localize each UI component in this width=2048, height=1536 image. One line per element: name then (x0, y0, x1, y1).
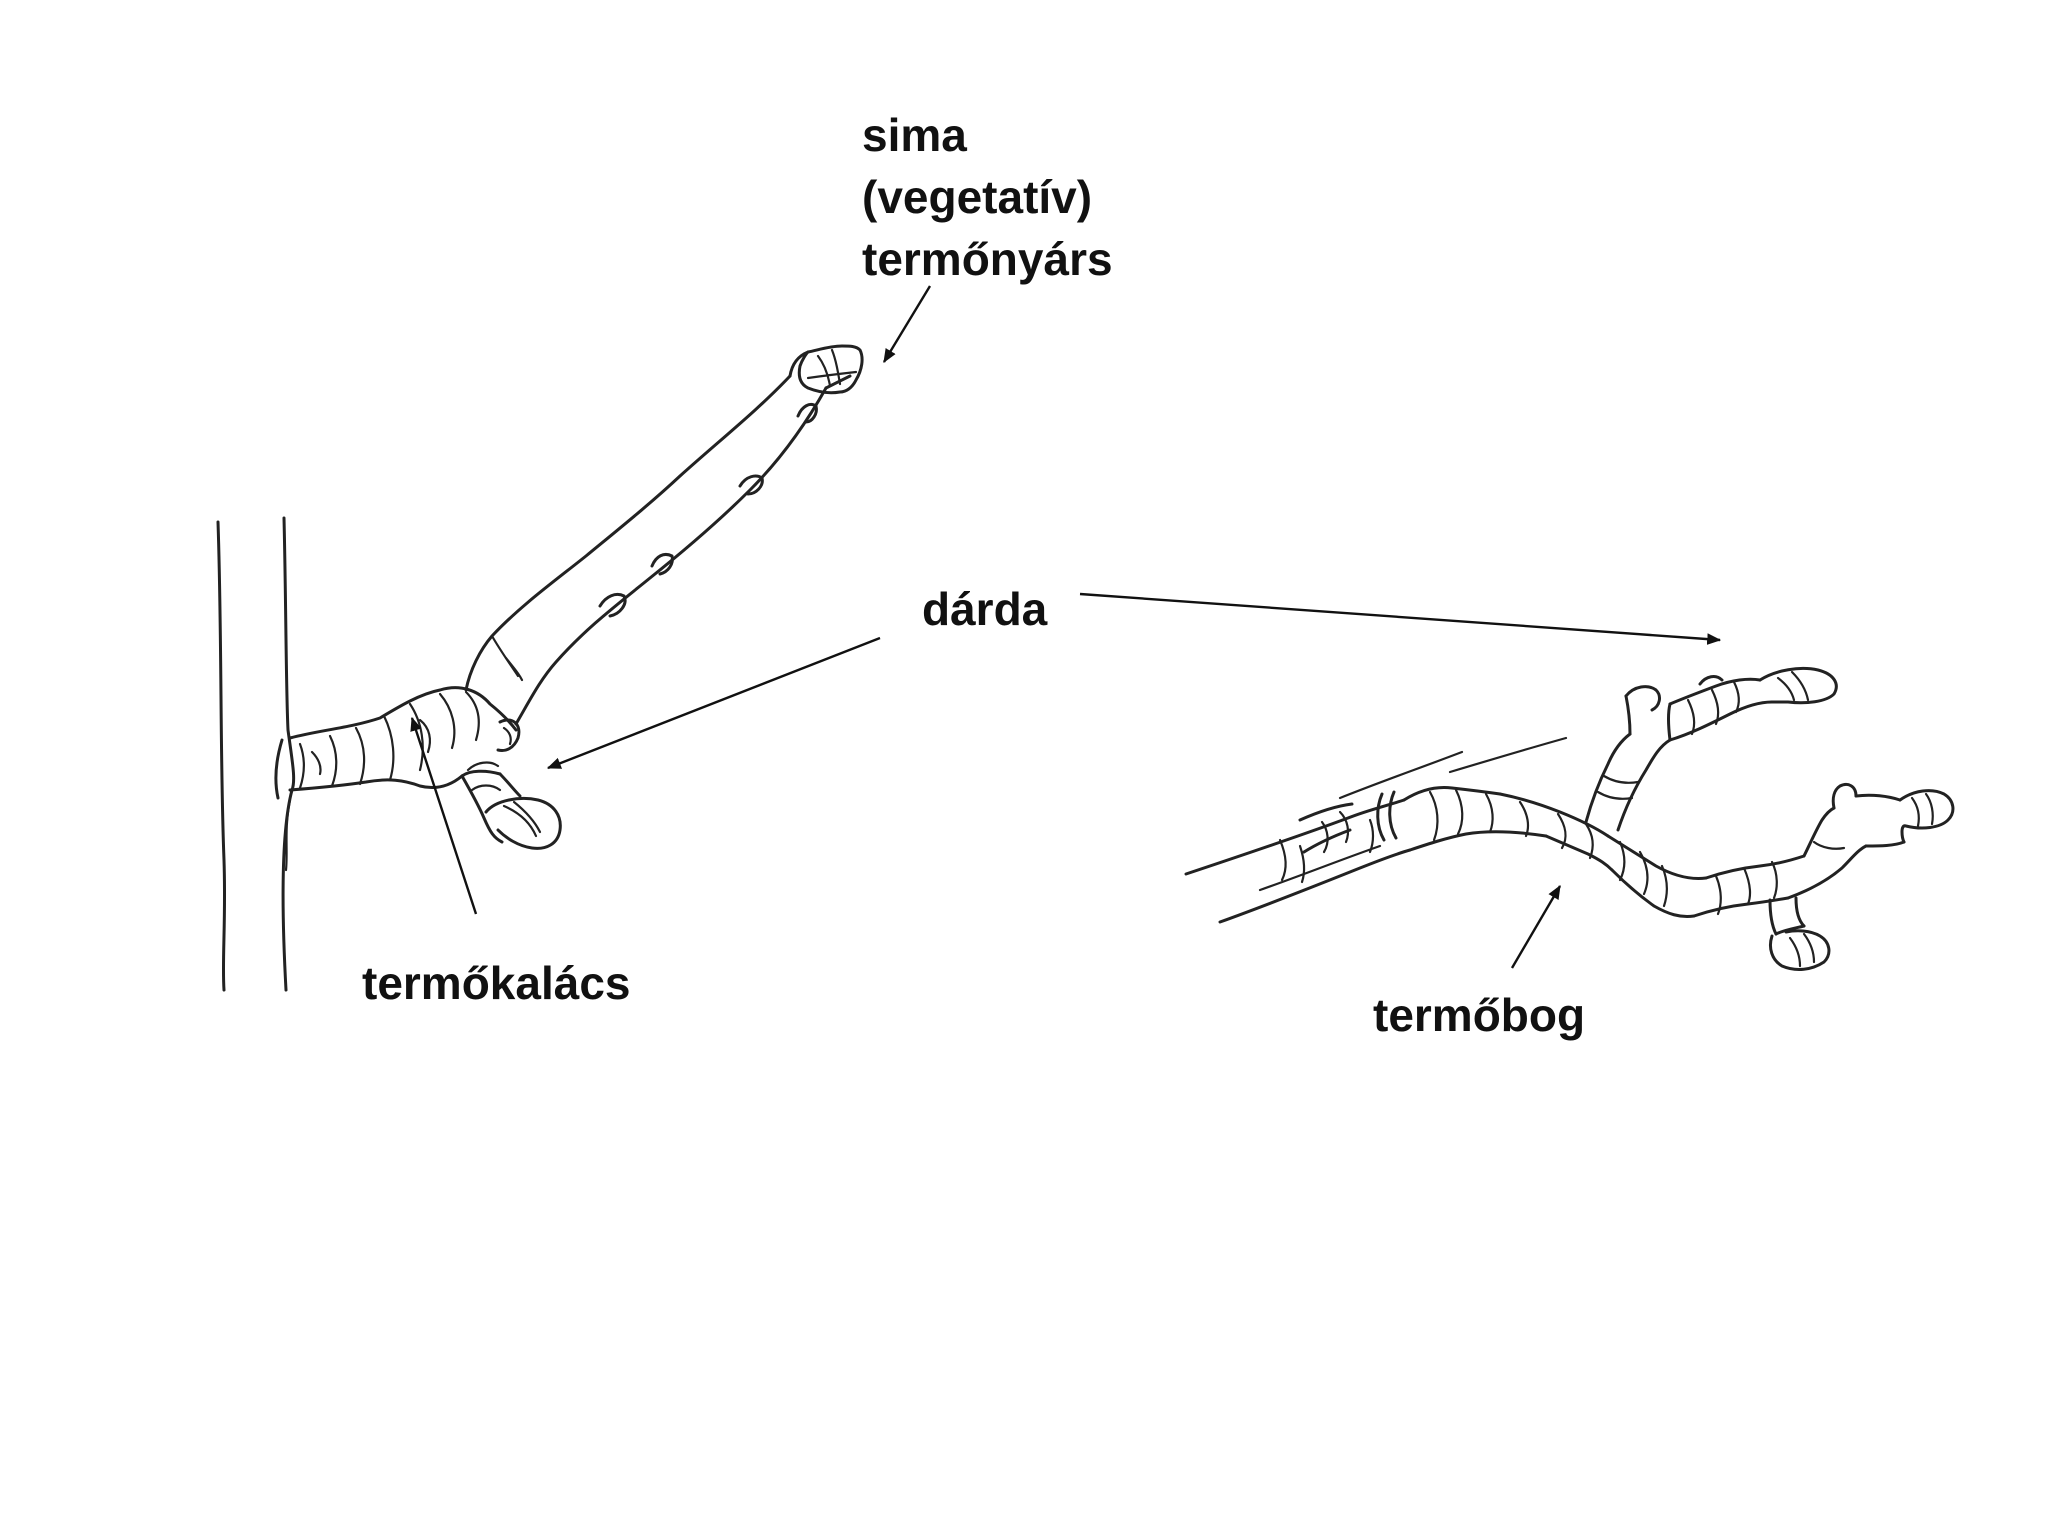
termonyars-shoot (464, 344, 864, 726)
darda-left (460, 761, 562, 850)
termokalacs-spur (288, 686, 521, 792)
arrow-darda-right (1079, 592, 1722, 645)
arrow-termokalacs (410, 716, 478, 915)
label-darda: dárda (922, 583, 1048, 635)
label-sima-line2: (vegetatív) (862, 171, 1093, 224)
label-sima-line1: sima (862, 109, 967, 161)
label-sima-termonyars: sima (vegetatív) termőnyárs (862, 104, 1113, 290)
arrow-darda-left (546, 636, 881, 770)
tree-trunk (216, 516, 296, 992)
label-termobog: termőbog (1373, 989, 1586, 1041)
label-termokalacs: termőkalács (362, 957, 631, 1009)
arrow-sima (882, 285, 932, 363)
label-sima-line3: termőnyárs (862, 233, 1113, 286)
arrow-termobog (1510, 884, 1562, 969)
termobog-branch (1184, 666, 1955, 971)
